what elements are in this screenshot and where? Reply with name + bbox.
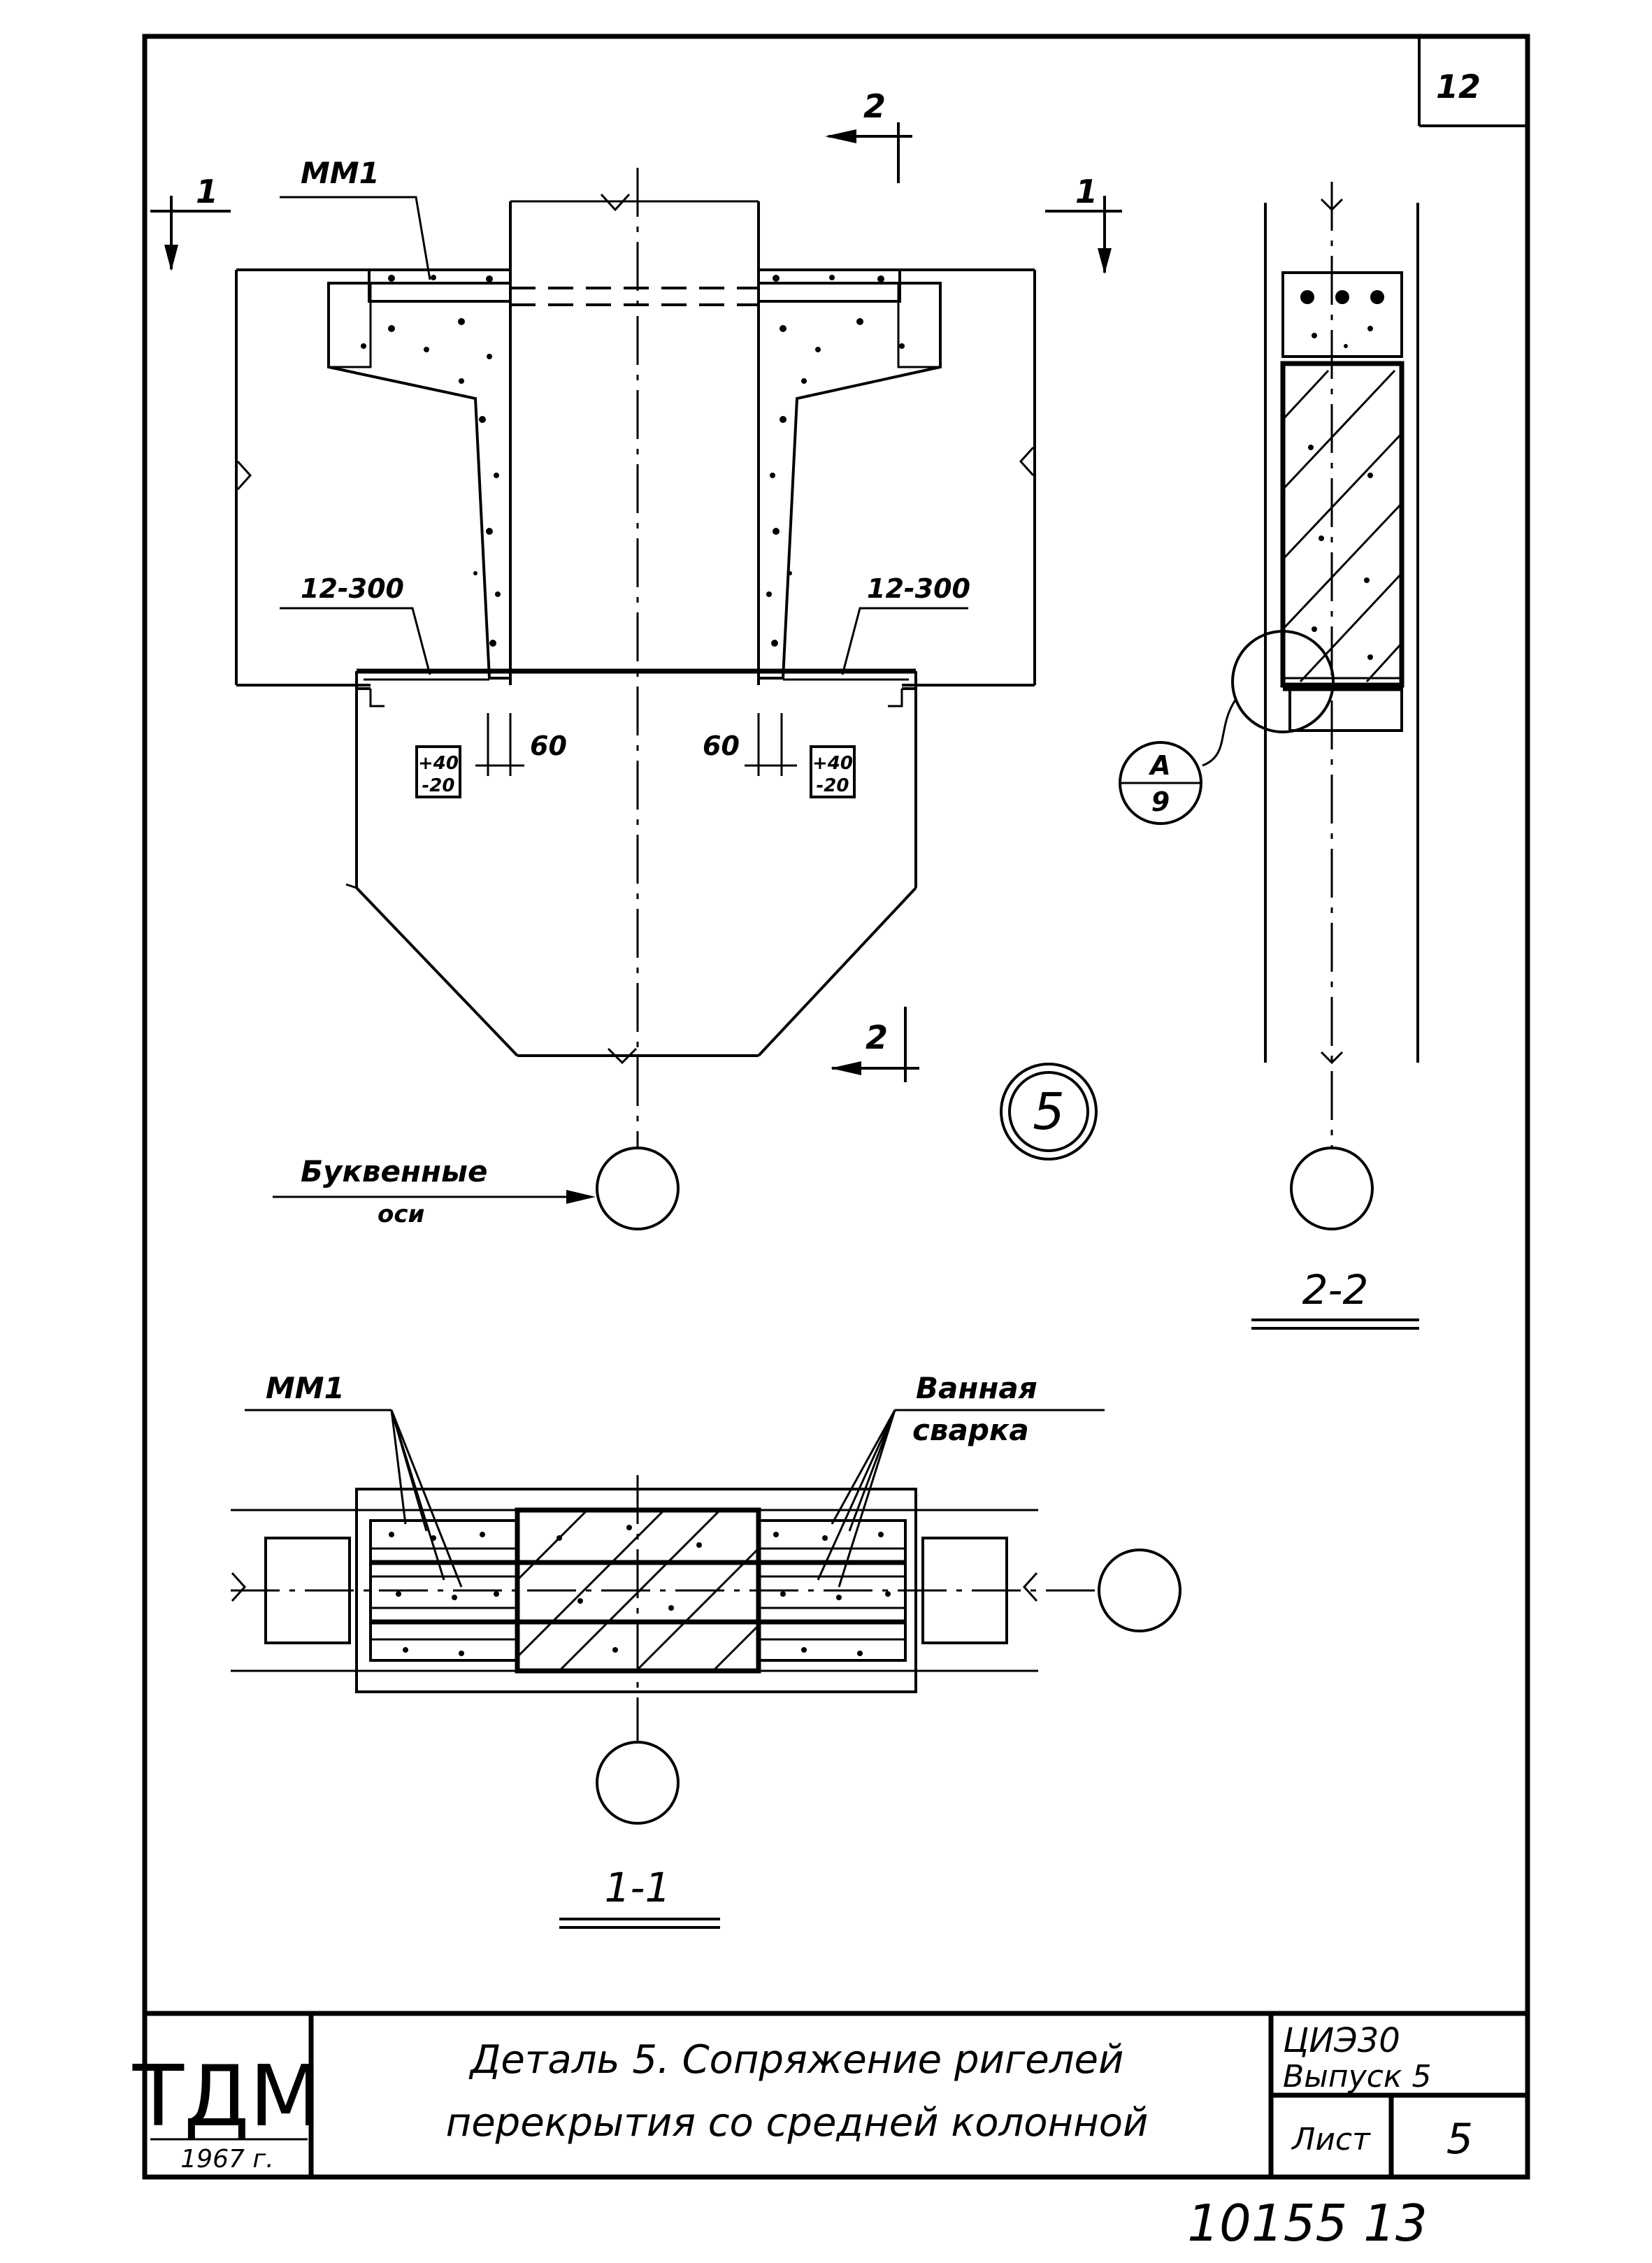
- title-line-1: Деталь 5. Сопряжение ригелей: [468, 2037, 1124, 2083]
- callout-a-9: [1119, 741, 1202, 825]
- dimension-60-right-value: 60: [703, 731, 740, 761]
- section-marker-2-bottom: [831, 1007, 919, 1082]
- series-issue: Выпуск 5: [1283, 2059, 1431, 2095]
- section-title-1-1: 1-1: [605, 1864, 671, 1911]
- section-2-2-hatch: [1281, 369, 1403, 683]
- axes-leader: [273, 1190, 596, 1204]
- label-letter-axes-2: оси: [378, 1200, 424, 1228]
- label-rebar-right: 12-300: [867, 573, 970, 604]
- label-mm1-section: ММ1: [266, 1371, 345, 1405]
- detail-number-marker: [1000, 1063, 1098, 1161]
- section-marker-1-left: [150, 196, 231, 271]
- section-1-right-number: 1: [1075, 173, 1098, 210]
- series-code: ЦИЭ30: [1283, 2021, 1400, 2060]
- section-1-1-speckle: [389, 1525, 891, 1656]
- dimension-60-left: [475, 713, 524, 776]
- label-rebar-left: 12-300: [301, 573, 404, 604]
- title-line-2: перекрытия со средней колонной: [446, 2100, 1149, 2146]
- title-block: [145, 2011, 1528, 2177]
- dimension-60-right: [745, 713, 797, 776]
- tolerance-right-plus: +40: [812, 753, 853, 774]
- section-2-2-view: [1202, 182, 1419, 1147]
- tolerance-box-right: [810, 745, 856, 798]
- tolerance-right-minus: -20: [817, 775, 849, 796]
- label-bath-welding-2: сварка: [912, 1413, 1029, 1447]
- section-2-top-number: 2: [863, 87, 886, 125]
- label-bath-welding: Ванная: [916, 1371, 1037, 1405]
- sheet-frame: [142, 34, 1530, 2180]
- section-marker-1-right: [1045, 196, 1122, 274]
- label-mm1-top: ММ1: [301, 156, 380, 190]
- axis-bubble-1-1-bottom: [596, 1741, 680, 1825]
- section-1-1-view: [231, 1475, 1098, 1741]
- callout-a: А: [1148, 750, 1170, 781]
- section-2-bottom-number: 2: [865, 1019, 888, 1056]
- main-elevation: [235, 168, 1036, 1147]
- label-letter-axes: Буквенные: [301, 1154, 487, 1188]
- dimension-60-left-value: 60: [530, 731, 567, 761]
- page-number: 12: [1436, 68, 1481, 106]
- sheet-label: Лист: [1291, 2122, 1371, 2157]
- archive-number: 10155 13: [1187, 2194, 1428, 2253]
- axis-bubble-main: [596, 1147, 680, 1230]
- callout-9: 9: [1151, 786, 1170, 817]
- concrete-infill-right: [766, 275, 905, 647]
- axis-bubble-1-1-right: [1098, 1549, 1181, 1632]
- org-logo: ТДМ: [132, 2048, 322, 2146]
- axis-bubble-2-2: [1290, 1147, 1374, 1230]
- title-year: 1967 г.: [180, 2145, 273, 2174]
- tolerance-left-plus: +40: [418, 753, 459, 774]
- section-title-2-2: 2-2: [1302, 1266, 1369, 1314]
- section-2-2-rebar-dots: [1300, 290, 1384, 660]
- detail-number: 5: [1033, 1082, 1065, 1141]
- tolerance-left-minus: -20: [422, 775, 455, 796]
- sheet-number: 5: [1446, 2115, 1473, 2164]
- section-marker-2-top: [825, 122, 912, 183]
- section-1-left-number: 1: [196, 173, 218, 210]
- concrete-infill-left: [361, 275, 501, 647]
- tolerance-box-left: [415, 745, 461, 798]
